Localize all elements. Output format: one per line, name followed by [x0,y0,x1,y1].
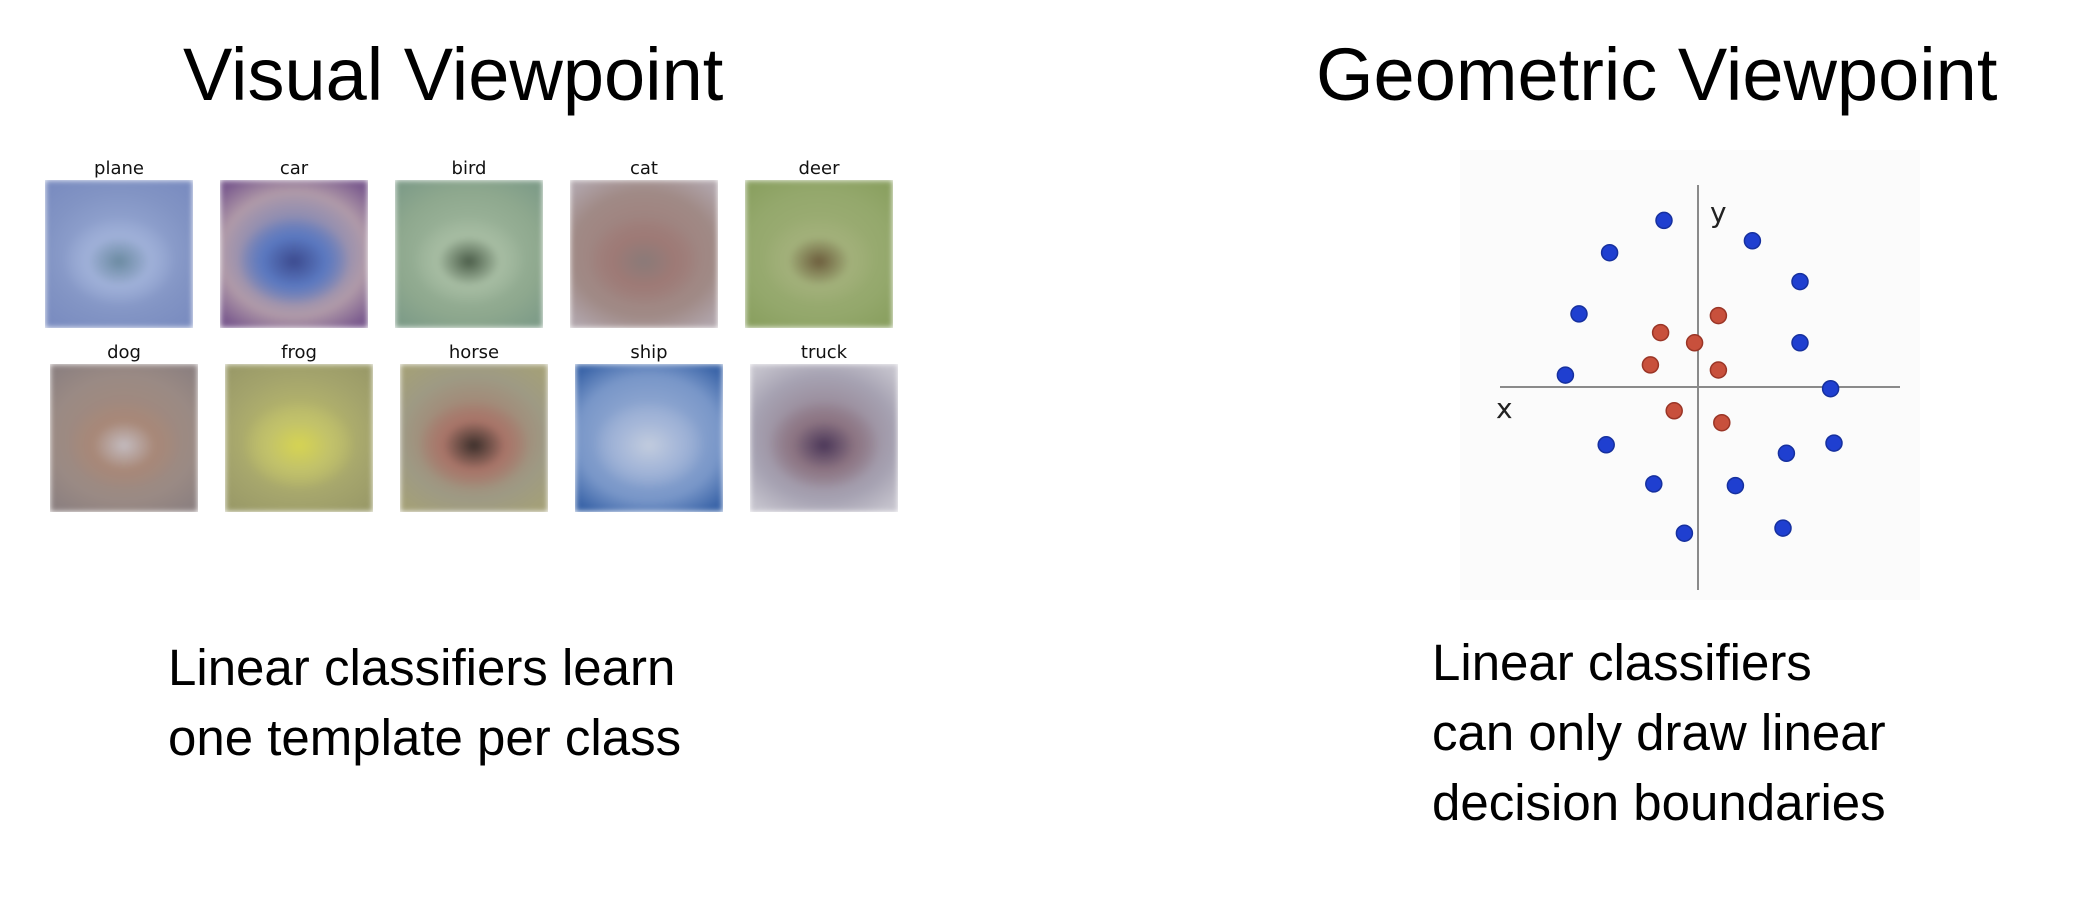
outer-class-point [1726,476,1745,495]
template-tile-truck: truck [749,342,899,512]
template-image [225,364,373,512]
geometric-caption: Linear classifiers can only draw linear … [1432,628,1886,838]
visual-caption: Linear classifiers learn one template pe… [168,633,681,773]
outer-class-point [1774,519,1792,537]
inner-class-point [1665,402,1683,420]
template-image [400,364,548,512]
x-axis-label: x [1496,392,1513,425]
template-image [395,180,543,328]
template-tile-car: car [219,158,369,328]
outer-class-point [1600,243,1619,262]
outer-class-point [1821,379,1840,398]
visual-viewpoint-title: Visual Viewpoint [183,33,724,116]
outer-class-point [1825,434,1843,452]
inner-class-point [1651,323,1670,342]
geometric-caption-line-3: decision boundaries [1432,774,1886,831]
visual-caption-line-2: one template per class [168,709,682,766]
inner-class-point [1713,413,1731,432]
template-label: bird [451,158,487,179]
template-image-frame [745,180,893,328]
template-image [570,180,718,328]
outer-class-point [1556,366,1575,384]
template-image [575,364,723,512]
template-label: horse [448,342,500,363]
template-label: truck [800,342,848,363]
inner-class-point [1641,356,1660,374]
points-layer [1556,211,1843,542]
template-label: dog [107,342,141,363]
inner-class-point [1685,334,1704,352]
template-image-frame [220,180,368,328]
template-tile-ship: ship [574,342,724,512]
template-image [45,180,193,328]
template-image [745,180,893,328]
template-tile-deer: deer [744,158,894,328]
template-label: cat [630,158,658,179]
template-image-frame [45,180,193,328]
template-label: car [279,158,309,179]
inner-class-point [1709,361,1728,379]
outer-class-point [1791,272,1809,291]
template-image [750,364,898,512]
template-image-frame [400,364,548,512]
geometric-caption-line-2: can only draw linear [1432,704,1886,761]
outer-class-point [1570,305,1588,323]
template-image-frame [225,364,373,512]
template-image-frame [575,364,723,512]
template-image-frame [570,180,718,328]
template-tile-plane: plane [44,158,194,328]
template-image-frame [395,180,543,328]
outer-class-point [1655,211,1673,230]
outer-class-point [1675,524,1694,542]
geometric-viewpoint-title: Geometric Viewpoint [1316,33,1998,116]
inner-class-point [1709,306,1728,325]
template-image [220,180,368,328]
y-axis-label: y [1710,196,1727,229]
outer-class-point [1777,444,1796,463]
template-tile-frog: frog [224,342,374,512]
template-tile-cat: cat [569,158,719,328]
template-image [50,364,198,512]
template-tile-horse: horse [399,342,549,512]
class-templates-grid: plane car bird cat deer dog frog horse ship truck [44,158,914,523]
outer-class-point [1645,475,1663,493]
geometric-caption-line-1: Linear classifiers [1432,634,1812,691]
template-image-frame [50,364,198,512]
template-label: plane [94,158,144,179]
outer-class-point [1791,334,1809,352]
template-image-frame [750,364,898,512]
outer-class-point [1743,232,1762,250]
template-label: deer [798,158,840,179]
template-tile-bird: bird [394,158,544,328]
visual-caption-line-1: Linear classifiers learn [168,639,676,696]
geometric-scatter-plot: x y [1460,150,1920,600]
template-label: ship [630,342,668,363]
template-tile-dog: dog [49,342,199,512]
scatter-svg: x y [1496,185,1900,590]
template-label: frog [281,342,317,363]
outer-class-point [1597,436,1615,454]
